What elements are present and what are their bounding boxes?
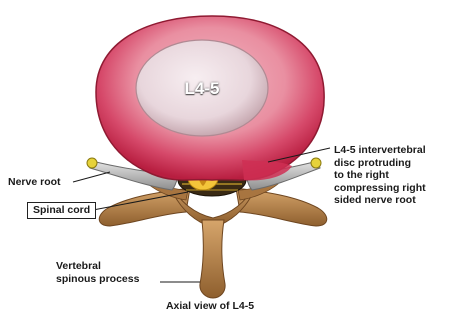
spinous-process-label-line1: Vertebral	[56, 260, 139, 273]
disc-level-label: L4-5	[147, 79, 257, 99]
disc-protrusion-line2: disc protruding	[334, 157, 426, 170]
figure-caption: Axial view of L4-5	[130, 300, 290, 313]
spinous-process-label: Vertebral spinous process	[56, 260, 139, 285]
spinous-process-label-line2: spinous process	[56, 273, 139, 286]
disc-protrusion-line5: sided nerve root	[334, 194, 426, 207]
disc-protrusion-line3: to the right	[334, 169, 426, 182]
nerve-root-label: Nerve root	[8, 176, 61, 189]
spinal-cord-label: Spinal cord	[27, 202, 96, 219]
disc-protrusion-line1: L4-5 intervertebral	[334, 144, 426, 157]
disc-protrusion-label: L4-5 intervertebral disc protruding to t…	[334, 144, 426, 207]
disc-protrusion-line4: compressing right	[334, 182, 426, 195]
